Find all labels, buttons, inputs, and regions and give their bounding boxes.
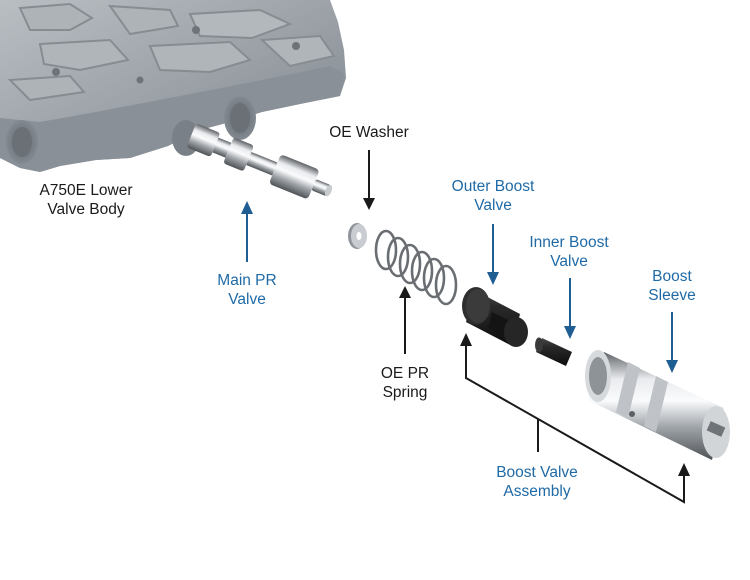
label-main-pr-valve: Main PR Valve	[217, 272, 277, 308]
blue-arrows	[241, 201, 678, 373]
label-valve-body: A750E Lower Valve Body	[39, 182, 133, 218]
label-oe-pr-spring: OE PR Spring	[380, 365, 430, 401]
outer-boost-valve	[462, 287, 528, 347]
valve-body-casting	[0, 0, 346, 172]
assembly-bracket-arrowheads	[460, 333, 690, 476]
label-outer-boost-valve: Outer Boost Valve	[451, 178, 535, 214]
label-oe-washer: OE Washer	[329, 124, 409, 141]
assembly-bracket	[465, 346, 685, 504]
label-boost-sleeve: Boost Sleeve	[648, 268, 696, 304]
inner-boost-valve	[535, 337, 572, 366]
main-pr-valve	[187, 124, 333, 199]
oe-pr-spring	[374, 229, 458, 306]
label-inner-boost-valve: Inner Boost Valve	[529, 234, 609, 270]
black-arrows	[363, 150, 411, 354]
oe-washer	[348, 223, 367, 249]
boost-sleeve	[585, 350, 730, 460]
label-boost-valve-assembly: Boost Valve Assembly	[496, 464, 578, 500]
